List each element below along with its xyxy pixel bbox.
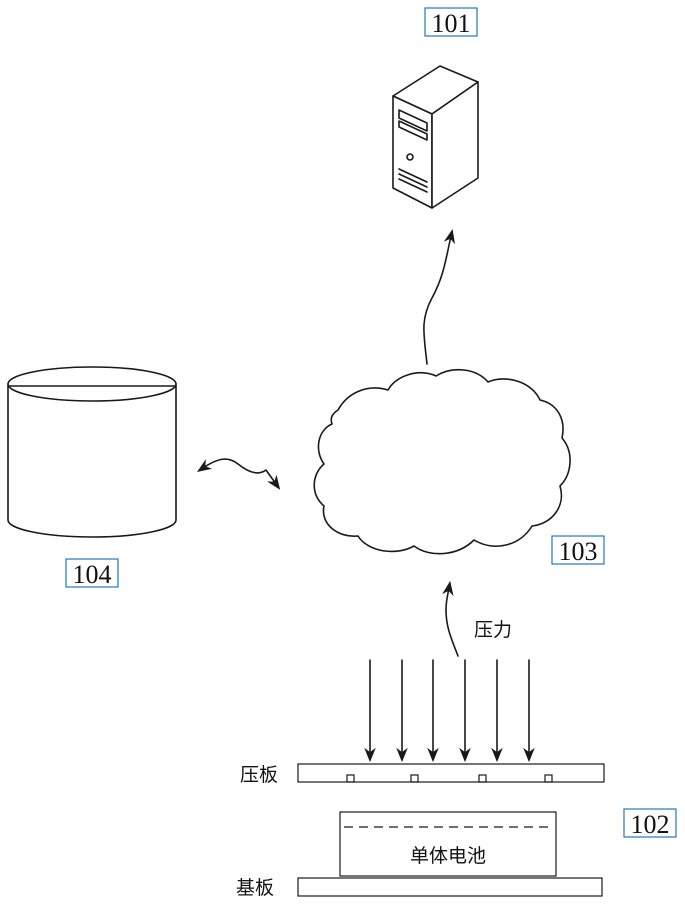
cloud-icon: [313, 369, 571, 555]
battery-cell: [339, 811, 557, 877]
data-upload-arrow: [442, 580, 459, 657]
device-ref-box: [623, 808, 677, 838]
database-cylinder-icon: [7, 366, 177, 538]
press-plate: [297, 763, 605, 783]
pressure-label: 压力: [474, 619, 512, 641]
press-plate-label: 压板: [240, 764, 278, 786]
server-ref-box: [424, 7, 478, 37]
device-ref-label: 102: [631, 810, 670, 839]
uplink-arrow: [423, 228, 456, 365]
plate-bump: [410, 774, 419, 783]
base-plate-label: 基板: [236, 877, 274, 899]
server-tower-icon: [392, 65, 479, 209]
server-ref-label: 101: [432, 9, 471, 38]
plate-bump: [544, 774, 553, 783]
plate-bump: [346, 774, 355, 783]
network-ref-box: [551, 535, 605, 565]
network-ref-label: 103: [559, 537, 598, 566]
base-plate: [297, 877, 603, 897]
database-ref-label: 104: [73, 560, 112, 589]
press-plate-bumps: [346, 774, 553, 783]
pressure-arrows: [364, 659, 535, 763]
database-ref-box: [65, 558, 119, 588]
battery-cell-label: 单体电池: [410, 845, 486, 867]
plate-bump: [478, 774, 487, 783]
database-network-arrow: [197, 458, 281, 490]
